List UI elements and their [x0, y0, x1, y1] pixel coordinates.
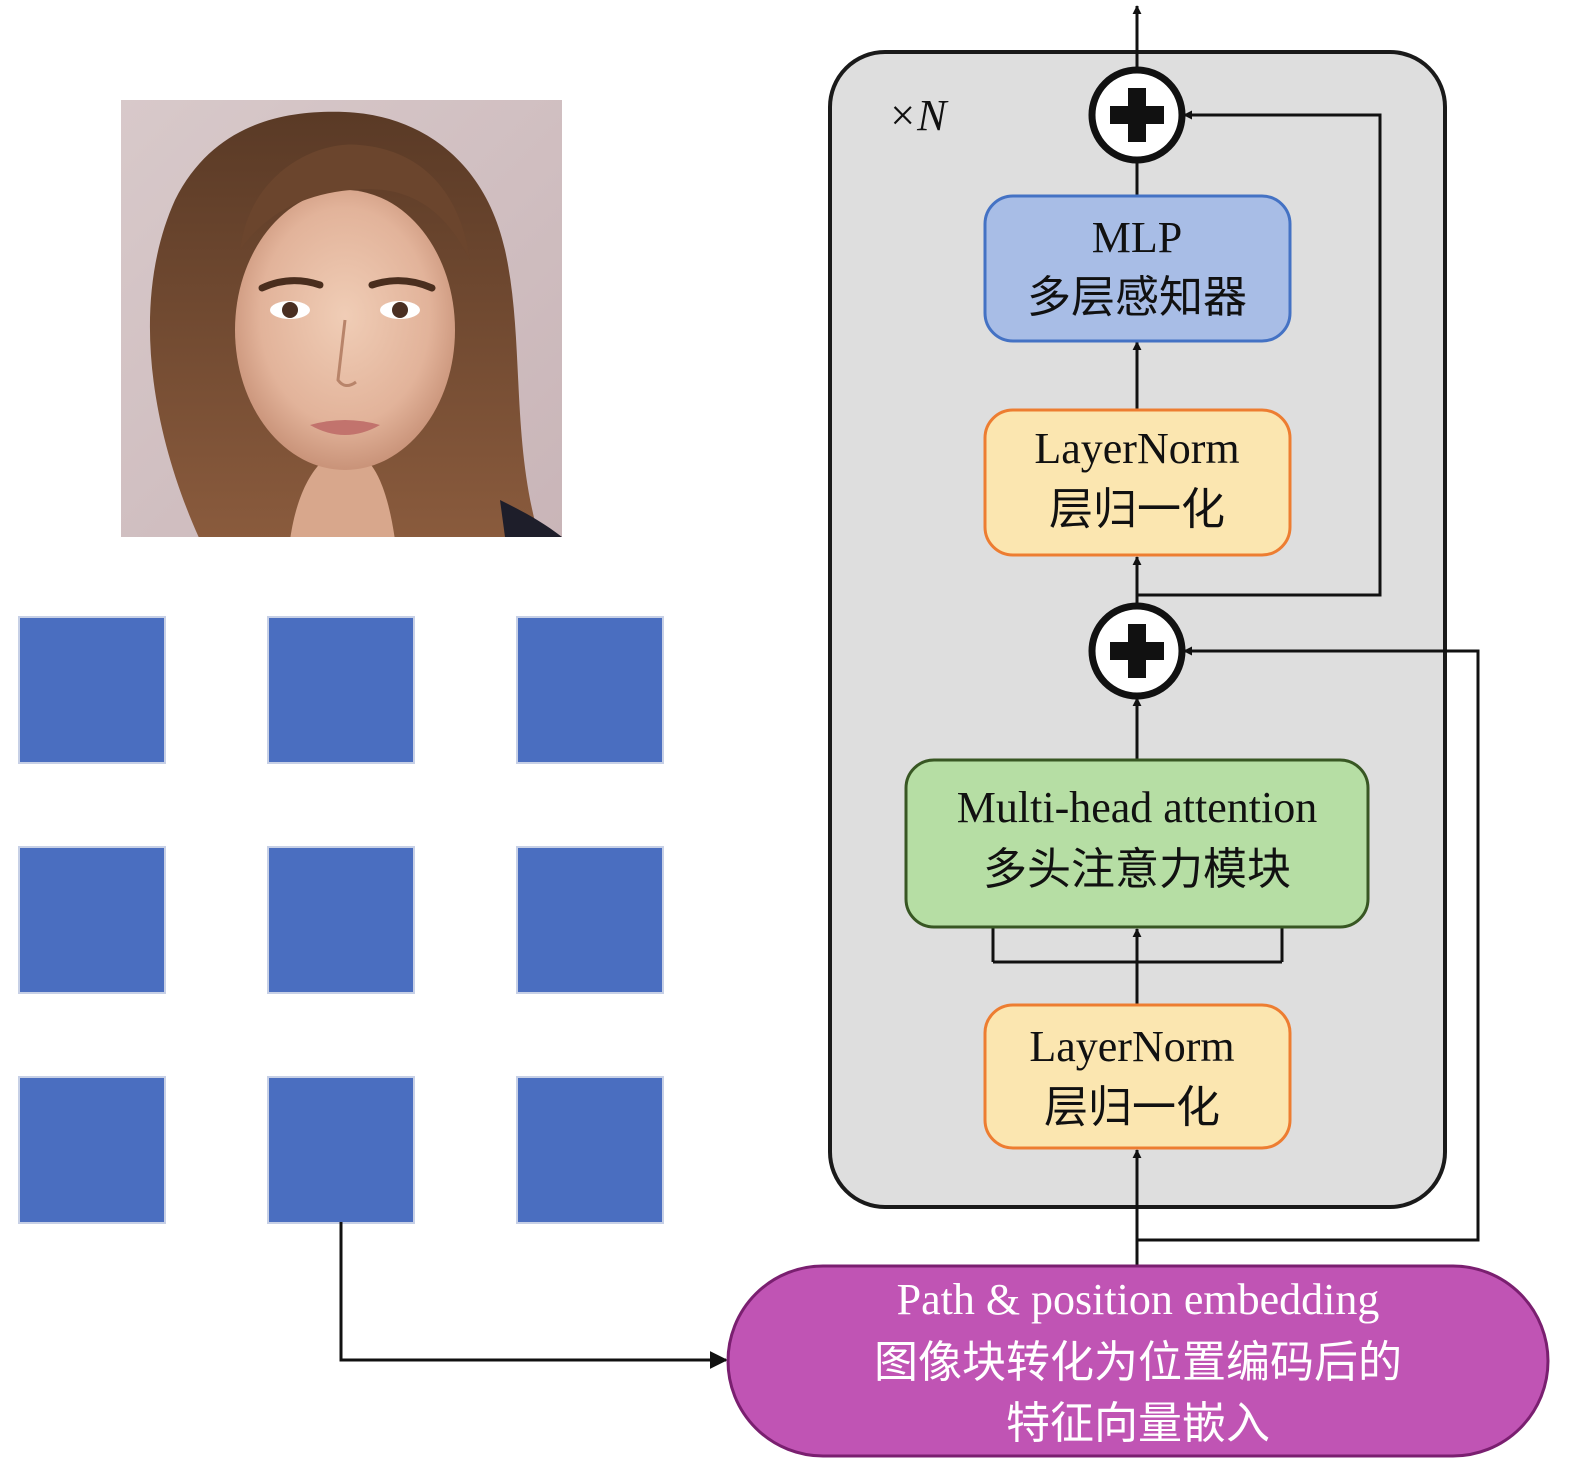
patch-grid [18, 616, 664, 1224]
embedding-label: Path & position embedding [897, 1275, 1380, 1324]
image-patch [267, 1076, 415, 1224]
attention-sublabel: 多头注意力模块 [983, 845, 1291, 894]
image-patch [18, 616, 166, 764]
attention-box: Multi-head attention 多头注意力模块 [904, 758, 1370, 929]
layernorm-top-label: LayerNorm [1034, 424, 1239, 473]
mlp-sublabel: 多层感知器 [1027, 273, 1247, 322]
layernorm-bottom-label: LayerNorm [1029, 1022, 1234, 1071]
image-patch [18, 846, 166, 994]
image-patch [516, 1076, 664, 1224]
residual-connection-top [1137, 110, 1382, 597]
add-node-top [1088, 66, 1186, 164]
patch-to-embed-arrow [339, 1222, 728, 1369]
mlp-label: MLP [1092, 213, 1182, 262]
embedding-sublabel-1: 图像块转化为位置编码后的 [874, 1338, 1402, 1387]
add-node-bottom [1088, 602, 1186, 700]
image-patch [267, 846, 415, 994]
layernorm-top-sublabel: 层归一化 [1049, 485, 1225, 534]
attention-label: Multi-head attention [957, 783, 1317, 832]
image-patch [267, 616, 415, 764]
residual-connection-bottom [1137, 646, 1480, 1242]
connectors [339, 5, 1480, 1369]
image-patch [516, 846, 664, 994]
repeat-label: ×N [887, 91, 949, 140]
embedding-box: Path & position embedding 图像块转化为位置编码后的 特… [726, 1264, 1550, 1458]
layernorm-top-box: LayerNorm 层归一化 [983, 408, 1292, 557]
layernorm-bottom-sublabel: 层归一化 [1044, 1083, 1220, 1132]
image-patch [18, 1076, 166, 1224]
mlp-box: MLP 多层感知器 [983, 194, 1292, 343]
embedding-sublabel-2: 特征向量嵌入 [1006, 1399, 1270, 1448]
layernorm-bottom-box: LayerNorm 层归一化 [983, 1003, 1292, 1150]
portrait-photo [121, 100, 562, 537]
image-patch [516, 616, 664, 764]
